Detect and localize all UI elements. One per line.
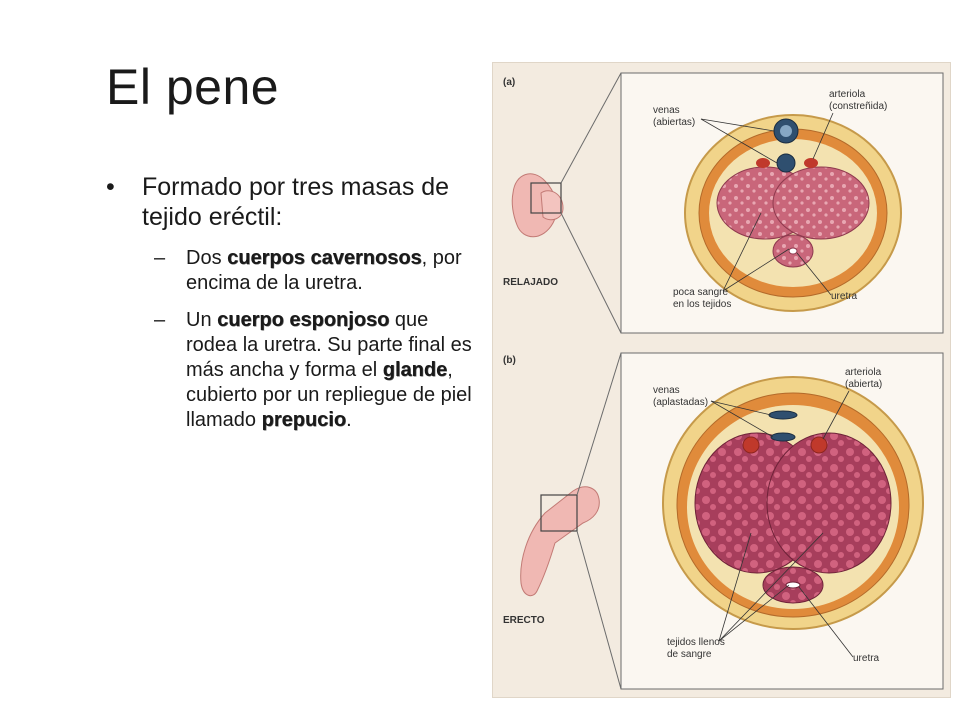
state-erecto: ERECTO: [503, 615, 545, 626]
panel-b-tag: (b): [503, 355, 516, 366]
label-uretra: uretra: [831, 291, 858, 302]
dash-mark: –: [154, 247, 166, 269]
bullet-main: • Formado por tres masas de tejido eréct…: [106, 172, 476, 232]
label-poca-sangre: poca sangre: [673, 287, 728, 298]
bullet-dot: •: [106, 173, 115, 201]
artery-constricted: [756, 158, 770, 168]
zoom-line: [560, 212, 622, 334]
label-arteriola-sub: (constreñida): [829, 101, 887, 112]
term-prepucio: prepucio: [261, 409, 347, 431]
label-arteriola: arteriola: [845, 367, 882, 378]
sub-bullet-cavernosos: – Dos cuerpos cavernosos, por encima de …: [106, 246, 476, 296]
sub-bullet-esponjoso: – Un cuerpo esponjoso que rodea la uretr…: [106, 308, 476, 433]
leader-line: [718, 532, 824, 642]
glans-relaxed-drawing: [540, 190, 564, 221]
urethra: [788, 247, 798, 255]
leader-line: [700, 118, 775, 132]
leader-line: [822, 390, 850, 440]
label-tejidos-llenos: tejidos llenos: [667, 637, 725, 648]
leader-line: [812, 112, 834, 160]
sub2-pre: Un: [186, 309, 218, 331]
label-uretra: uretra: [853, 653, 880, 664]
corpus-cavernosum-right: [766, 432, 892, 574]
panel-relajado: (a) RELAJADO venas (abiertas): [503, 72, 944, 334]
sub2-mid2: , cubierto por un repliegue de piel llam…: [186, 359, 472, 431]
leader-line: [718, 584, 790, 642]
term-cuerpos-cavernosos: cuerpos cavernosos: [227, 247, 422, 269]
vein-open: [776, 153, 796, 173]
label-tejidos-llenos-sub: de sangre: [667, 649, 712, 660]
label-venas: venas: [653, 385, 680, 396]
panel-a-tag: (a): [503, 77, 515, 88]
leader-line: [722, 248, 790, 292]
leader-line: [710, 400, 774, 438]
vein-lumen: [780, 125, 792, 137]
vein-flattened: [770, 432, 796, 442]
panel-erecto: (b) ERECTO venas (aplastadas) arte: [503, 352, 944, 690]
penis-relaxed-drawing: [511, 173, 558, 238]
label-arteriola-sub: (abierta): [845, 379, 882, 390]
sub1-pre: Dos: [186, 247, 228, 269]
term-cuerpo-esponjoso: cuerpo esponjoso: [217, 309, 390, 331]
anatomy-figure: (a) RELAJADO venas (abiertas): [492, 62, 951, 698]
label-poca-sangre-sub: en los tejidos: [673, 299, 731, 310]
label-arteriola: arteriola: [829, 89, 866, 100]
label-venas-sub: (aplastadas): [653, 397, 708, 408]
zoom-line: [576, 352, 622, 496]
slide-title: El pene: [106, 59, 280, 115]
bullet-main-text: Formado por tres masas de tejido eréctil…: [142, 173, 450, 231]
anatomy-illustration: (a) RELAJADO venas (abiertas): [503, 72, 944, 690]
sub2-post: .: [346, 409, 352, 431]
label-venas: venas: [653, 105, 680, 116]
dash-mark: –: [154, 309, 166, 331]
sub1-post: , por encima de la uretra.: [186, 247, 462, 294]
corpus-cavernosum-right: [772, 166, 870, 240]
sub2-mid1: que rodea la uretra. Su parte final es m…: [186, 309, 472, 381]
vein-flattened: [768, 410, 798, 420]
text-block: • Formado por tres masas de tejido eréct…: [106, 172, 476, 445]
leader-line: [718, 532, 752, 642]
zoom-line: [576, 530, 622, 690]
artery-open: [742, 436, 760, 454]
artery-open: [810, 436, 828, 454]
urethra: [785, 581, 801, 589]
leader-line: [710, 400, 772, 416]
penis-erect-drawing: [520, 486, 600, 597]
leader-line: [798, 586, 854, 658]
label-venas-sub: (abiertas): [653, 117, 695, 128]
artery-constricted: [804, 158, 818, 168]
leader-line: [796, 252, 832, 296]
state-relajado: RELAJADO: [503, 277, 558, 288]
zoom-box-a: [530, 182, 562, 214]
leader-line: [722, 212, 762, 292]
term-glande: glande: [382, 359, 448, 381]
zoom-line: [560, 72, 622, 184]
leader-line: [700, 118, 778, 164]
zoom-box-b: [540, 494, 578, 532]
